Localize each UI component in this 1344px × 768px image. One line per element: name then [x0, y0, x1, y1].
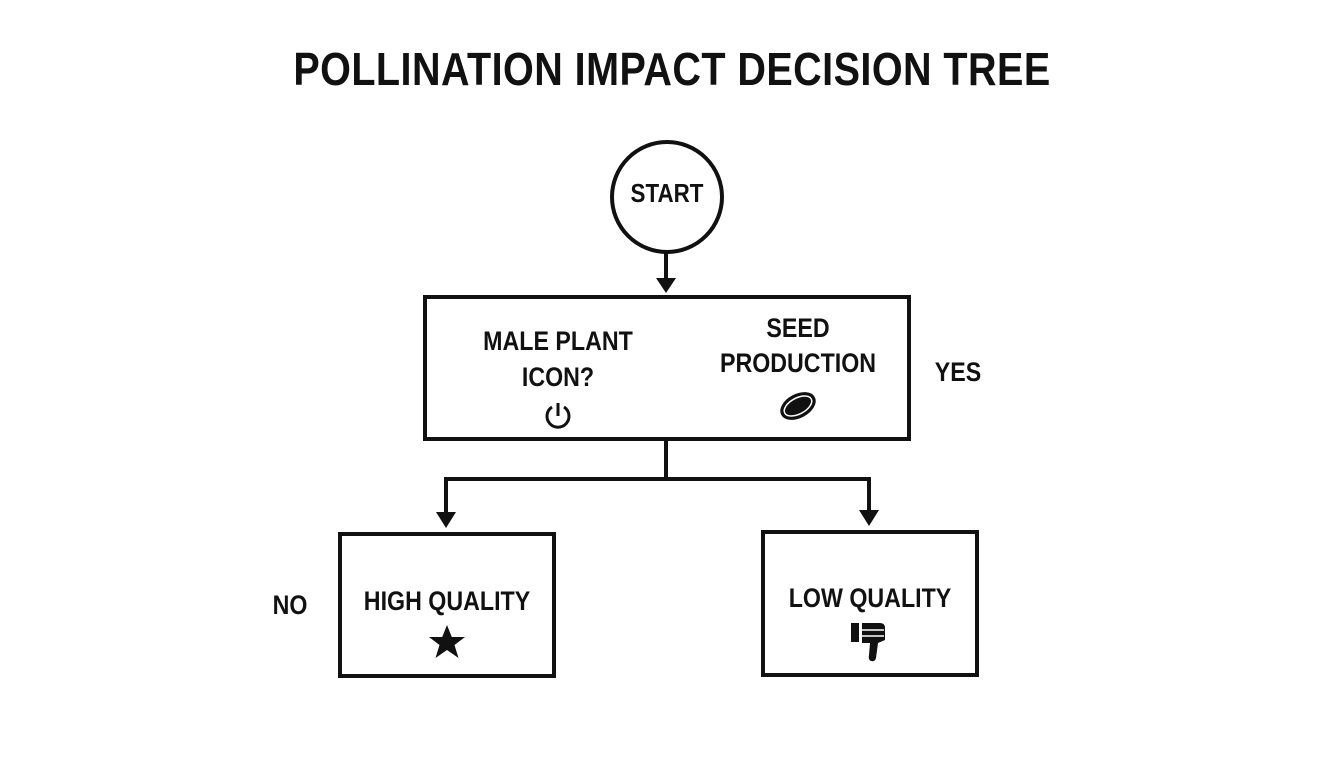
decision-question-line1: MALE PLANT [483, 326, 633, 356]
branch-yes-label: YES [934, 357, 982, 387]
left-arrowhead [436, 512, 456, 528]
star-icon [429, 625, 465, 658]
start-node [610, 140, 724, 254]
decision-outcome-line2: PRODUCTION [719, 348, 877, 378]
decision-question-line2: ICON? [521, 362, 595, 392]
branch-no-label: NO [272, 590, 308, 620]
power-icon [545, 403, 571, 429]
right-arrowhead [859, 510, 879, 526]
decision-outcome-line1: SEED [766, 313, 830, 343]
start-label: START [630, 178, 704, 208]
diagram-title: POLLINATION IMPACT DECISION TREE [293, 43, 1051, 95]
high-quality-label: HIGH QUALITY [363, 586, 531, 616]
thumbs-down-icon [851, 623, 885, 662]
decision-node [423, 295, 911, 441]
start-arrowhead [656, 278, 676, 293]
seed-icon [780, 392, 816, 420]
high-quality-node [338, 532, 556, 678]
low-quality-label: LOW QUALITY [788, 583, 952, 613]
